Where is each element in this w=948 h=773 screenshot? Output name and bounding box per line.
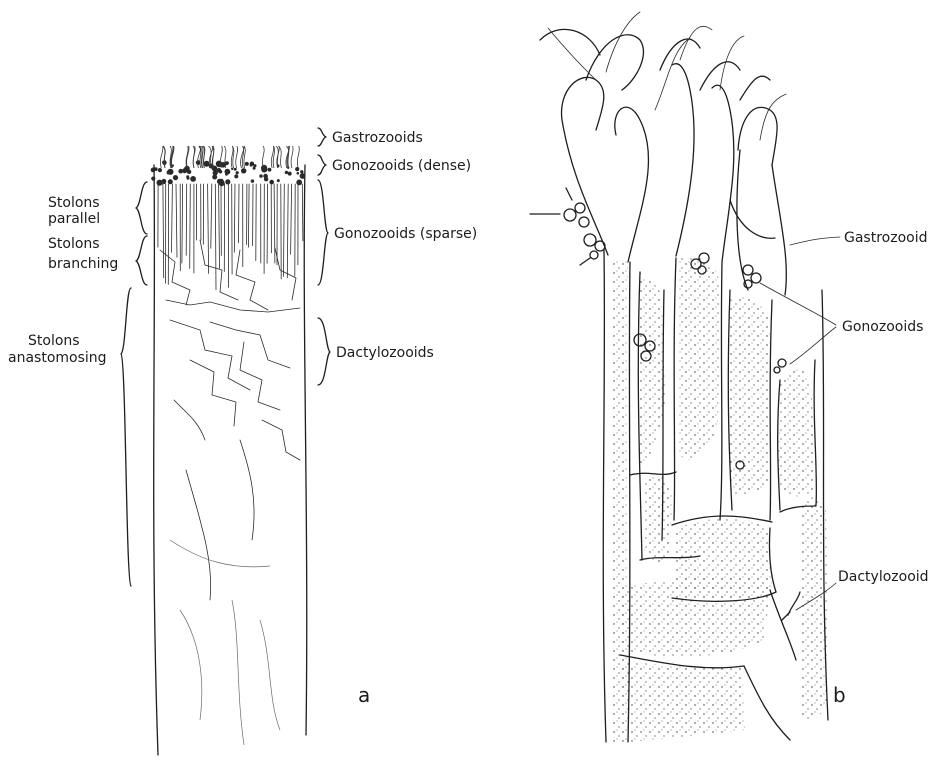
gastrozooid-leader — [790, 237, 840, 245]
gonozooids-dense-brace — [318, 155, 326, 175]
stolons-parallel-label-1: Stolons — [48, 195, 100, 211]
dactylozooids-label: Dactylozooids — [336, 345, 434, 361]
gastrozooid-tentacles — [548, 12, 786, 140]
gonozooids-dense-label: Gonozooids (dense) — [332, 158, 471, 174]
stolons-branching-label-1: Stolons — [48, 236, 100, 252]
stolons-anastomosing-brace — [121, 288, 131, 586]
panel-a-letter: a — [358, 683, 370, 707]
stolons-branching-label-2: branching — [48, 256, 118, 272]
stolons-parallel-brace — [136, 182, 147, 234]
stolons-parallel-label-2: parallel — [48, 211, 100, 227]
dactylozooids-brace — [318, 318, 330, 385]
dactylozooid-label: Dactylozooid — [838, 569, 929, 585]
stippled-substrate — [611, 256, 828, 742]
faint-lower-stolons — [170, 540, 280, 745]
colony-left-edge — [154, 165, 158, 755]
panel-b-letter: b — [833, 683, 846, 707]
gonozooids-sparse-label: Gonozooids (sparse) — [334, 226, 477, 242]
colony-right-edge — [304, 165, 307, 735]
gonozooids-sparse-brace — [318, 180, 328, 285]
panel-a: Gastrozooids Gonozooids (dense) Gonozooi… — [8, 128, 477, 755]
gonozooid-dense-band — [151, 146, 306, 186]
gonozooids-label: Gonozooids — [842, 319, 923, 335]
stolons-branching-brace — [136, 236, 147, 285]
anastomosing-stolons — [160, 240, 300, 600]
parallel-stolons — [158, 184, 303, 290]
panel-b: Gastrozooid Gonozooids Dactylozooid b — [530, 12, 929, 742]
stolons-anastomosing-label-1: Stolons — [28, 333, 80, 349]
dactylozooid-polyp — [782, 592, 800, 620]
stolons-anastomosing-label-2: anastomosing — [8, 350, 107, 366]
gastrozooid-label: Gastrozooid — [844, 230, 927, 246]
gastrozooids-label: Gastrozooids — [332, 130, 423, 146]
gastrozooid-polyps — [540, 29, 786, 295]
gastrozooids-brace — [318, 128, 326, 146]
